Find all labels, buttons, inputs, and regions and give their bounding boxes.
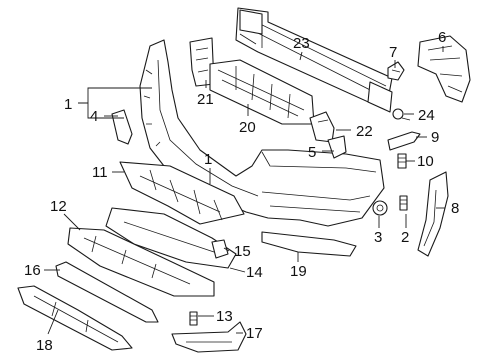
- callout-5: 5: [308, 144, 316, 161]
- callout-9: 9: [431, 129, 439, 146]
- part-18-lip-spoiler: [17, 285, 133, 351]
- part-14-lower-deflector: [105, 207, 237, 269]
- callout-18: 18: [36, 337, 53, 354]
- callout-15: 15: [234, 243, 251, 260]
- part-9-bracket: [387, 131, 421, 151]
- leader-lines: [44, 46, 445, 335]
- part-5-trim: [327, 135, 347, 159]
- callout-23: 23: [293, 35, 310, 52]
- part-6-side-bracket: [417, 35, 471, 103]
- callout-22: 22: [356, 123, 373, 140]
- part-7-clip: [387, 61, 405, 81]
- part-13-screw: [189, 311, 198, 326]
- callout-11: 11: [92, 164, 108, 181]
- part-11-upper-grille: [119, 161, 245, 225]
- callout-13: 13: [216, 308, 233, 325]
- callout-2: 2: [401, 229, 409, 246]
- callout-7: 7: [389, 44, 397, 61]
- callout-8: 8: [451, 200, 459, 217]
- part-24-bolt: [392, 108, 411, 121]
- callout-21: 21: [197, 91, 214, 108]
- callout-19: 19: [290, 263, 307, 280]
- callout-10: 10: [417, 153, 434, 170]
- part-21-bracket: [189, 37, 215, 87]
- part-4-trim: [111, 109, 133, 145]
- part-16-lower-strip: [55, 261, 159, 323]
- callout-labels: 1 1 2 3 4 5 6 7 8 9 10 11 12 13 14 15 16…: [24, 29, 459, 354]
- part-22-bracket: [309, 111, 335, 143]
- part-2-screw: [399, 195, 408, 211]
- part-19-lower-trim: [261, 231, 357, 257]
- callout-6: 6: [438, 29, 446, 46]
- part-12-underbody-shield: [67, 227, 215, 297]
- callout-16: 16: [24, 262, 41, 279]
- callout-24: 24: [418, 107, 435, 124]
- part-8-side-trim: [417, 171, 449, 257]
- callout-20: 20: [239, 119, 256, 136]
- callout-17: 17: [246, 325, 263, 342]
- part-3-clip: [372, 200, 388, 216]
- part-23-reinforcement-bar: [235, 7, 393, 113]
- part-17-lower-side-trim: [171, 321, 247, 353]
- callout-1a: 1: [64, 96, 72, 113]
- callout-3: 3: [374, 229, 382, 246]
- part-15-clip: [211, 239, 229, 259]
- callout-4: 4: [90, 108, 98, 125]
- callout-1b: 1: [204, 151, 212, 168]
- part-10-screw: [397, 153, 407, 169]
- callout-12: 12: [50, 198, 67, 215]
- callout-14: 14: [246, 264, 263, 281]
